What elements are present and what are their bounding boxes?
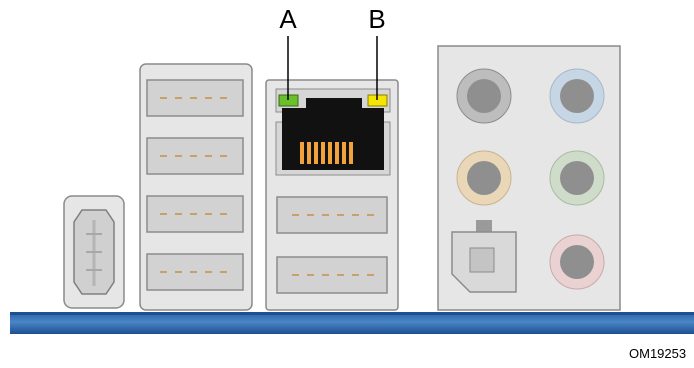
usb-port bbox=[146, 195, 244, 233]
rj45-lan-port bbox=[275, 88, 391, 176]
usb-port bbox=[146, 79, 244, 117]
usb-port bbox=[146, 137, 244, 175]
usb-port bbox=[146, 253, 244, 291]
audio-jack-pink bbox=[549, 234, 605, 290]
callout-b: B bbox=[368, 4, 386, 100]
usb-port bbox=[276, 196, 388, 234]
figure-id-label: OM19253 bbox=[629, 346, 687, 361]
audio-jack-gray bbox=[456, 68, 512, 124]
optical-spdif-port bbox=[451, 220, 517, 293]
audio-jack-orange bbox=[456, 150, 512, 206]
usb-port bbox=[276, 256, 388, 294]
audio-jack-green bbox=[549, 150, 605, 206]
base-bar bbox=[10, 312, 694, 334]
audio-panel bbox=[437, 45, 621, 311]
rj45-pins bbox=[300, 142, 353, 164]
callout-a: A bbox=[279, 4, 297, 100]
lan-usb-stack bbox=[265, 79, 399, 311]
firewire-port bbox=[63, 195, 125, 309]
callout-b-label: B bbox=[368, 4, 385, 34]
audio-jack-light-blue bbox=[549, 68, 605, 124]
usb-stack-left bbox=[139, 63, 253, 311]
callout-a-label: A bbox=[279, 4, 297, 34]
